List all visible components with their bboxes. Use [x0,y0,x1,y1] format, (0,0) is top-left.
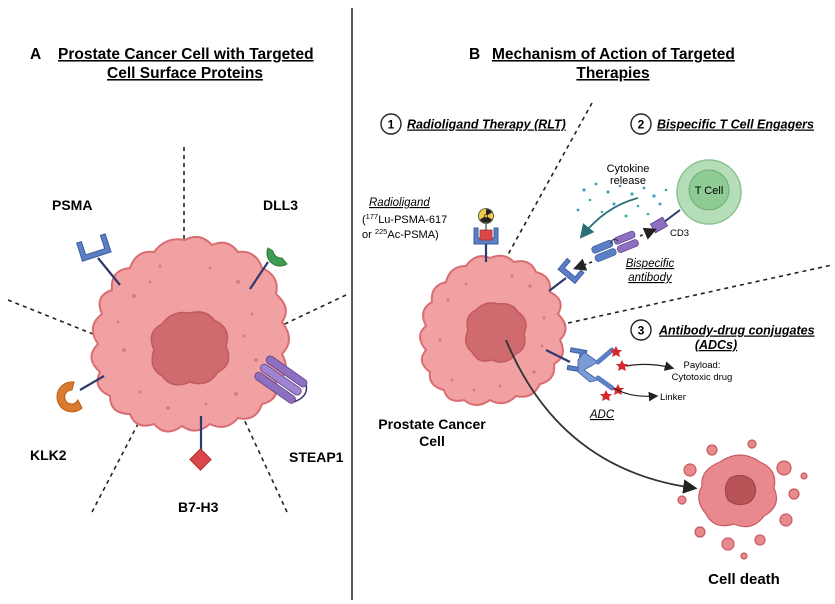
adc-complex [545,347,615,391]
b7h3-receptor [189,416,212,471]
payload-arrow [625,361,675,371]
radiation-icon [478,208,494,224]
panel-b-title-line1: Mechanism of Action of Targeted [492,46,735,63]
section-1-badge [380,113,402,135]
dll3-receptor [249,247,288,290]
panel-b-letter: B [469,46,480,63]
prostate-cell-line2: Cell [419,433,445,449]
section-3-badge [630,319,652,341]
section-2-number: 2 [638,118,645,132]
tcell-link-arrow [639,227,657,240]
bispecific-line2: antibody [628,272,673,284]
panel-a-letter: A [30,46,41,63]
section-2-heading: Bispecific T Cell Engagers [657,118,814,132]
radioligand-complex [473,224,499,262]
t-cell-nucleus [688,169,730,211]
prostate-cell-line1: Prostate Cancer [378,416,486,432]
nucleus-b [465,302,527,363]
cell-a-speckles [116,264,258,410]
b7h3-label: B7-H3 [178,499,219,515]
nucleus-a [150,311,230,386]
radioligand-label: Radioligand [369,197,430,209]
linker-label: Linker [660,392,686,403]
adc-abbreviation: (ADCs) [695,338,737,352]
psma-receptor [76,233,121,286]
cytokine-particles [576,182,668,218]
radioligand-line2: or 225Ac-PSMA) [362,227,439,241]
cd3-label: CD3 [670,228,689,239]
radioligand-line1: (177Lu-PSMA-617 [362,212,447,226]
section-2-badge [630,113,652,135]
cell-death-label: Cell death [708,571,780,588]
cell-death-arrow [505,339,698,494]
cytokine-arrow [579,197,639,239]
t-cell-label: T Cell [695,185,724,197]
psma-label: PSMA [52,197,92,213]
linker-arrow [613,387,659,402]
cytokine-line2: release [610,175,646,187]
klk2-label: KLK2 [30,447,67,463]
panel-b-dashed-lines [494,102,833,324]
klk2-receptor [56,375,105,413]
cytokine-line1: Cytokine [607,163,650,175]
panel-a-title-line2: Cell Surface Proteins [107,65,263,82]
sector-dashed-lines [7,147,347,513]
dying-cell [677,439,808,560]
section-1-heading: Radioligand Therapy (RLT) [407,118,566,132]
payload-line1: Payload: [684,360,721,371]
bispecific-target-receptor [548,257,585,292]
cell-b-speckles [438,274,546,392]
section-1-number: 1 [388,118,395,132]
bispecific-link-arrow [573,258,593,271]
section-3-heading: Antibody-drug conjugates [658,324,815,338]
panel-b-title-line2: Therapies [576,65,649,82]
payload-line2: Cytotoxic drug [672,372,733,383]
adc-label: ADC [589,409,615,421]
panel-a-title-line1: Prostate Cancer Cell with Targeted [58,46,314,63]
bispecific-line1: Bispecific [626,258,675,270]
bispecific-antibody [591,230,639,262]
steap1-receptor [254,355,308,404]
steap1-label: STEAP1 [289,449,344,465]
dll3-label: DLL3 [263,197,298,213]
section-3-number: 3 [638,324,645,338]
